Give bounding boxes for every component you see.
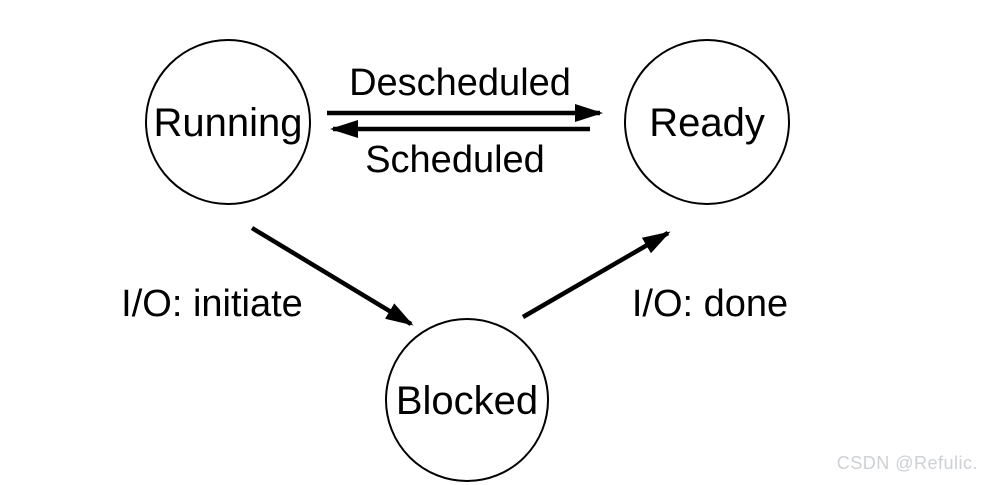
node-running-circle	[145, 39, 311, 205]
edge-io-done-label: I/O: done	[632, 283, 788, 325]
node-blocked-label: Blocked	[396, 379, 538, 423]
watermark: CSDN @Refulic.	[836, 453, 978, 473]
node-ready-label: Ready	[649, 101, 765, 145]
node-blocked: Blocked	[385, 318, 549, 482]
node-blocked-circle	[385, 318, 549, 482]
node-ready: Ready	[624, 39, 790, 205]
edge-io-initiate-arrow	[250, 226, 414, 326]
edge-descheduled: Descheduled	[327, 62, 603, 122]
node-running-label: Running	[153, 101, 302, 145]
edge-io-initiate-label: I/O: initiate	[121, 283, 303, 325]
edge-descheduled-label: Descheduled	[349, 62, 571, 104]
edge-scheduled: Scheduled	[330, 120, 590, 181]
edge-scheduled-label: Scheduled	[365, 139, 545, 181]
edge-io-done-arrow	[521, 231, 671, 319]
edge-io-done: I/O: done	[521, 231, 788, 325]
node-ready-circle	[624, 39, 790, 205]
node-running: Running	[145, 39, 311, 205]
edge-io-initiate: I/O: initiate	[121, 226, 414, 326]
